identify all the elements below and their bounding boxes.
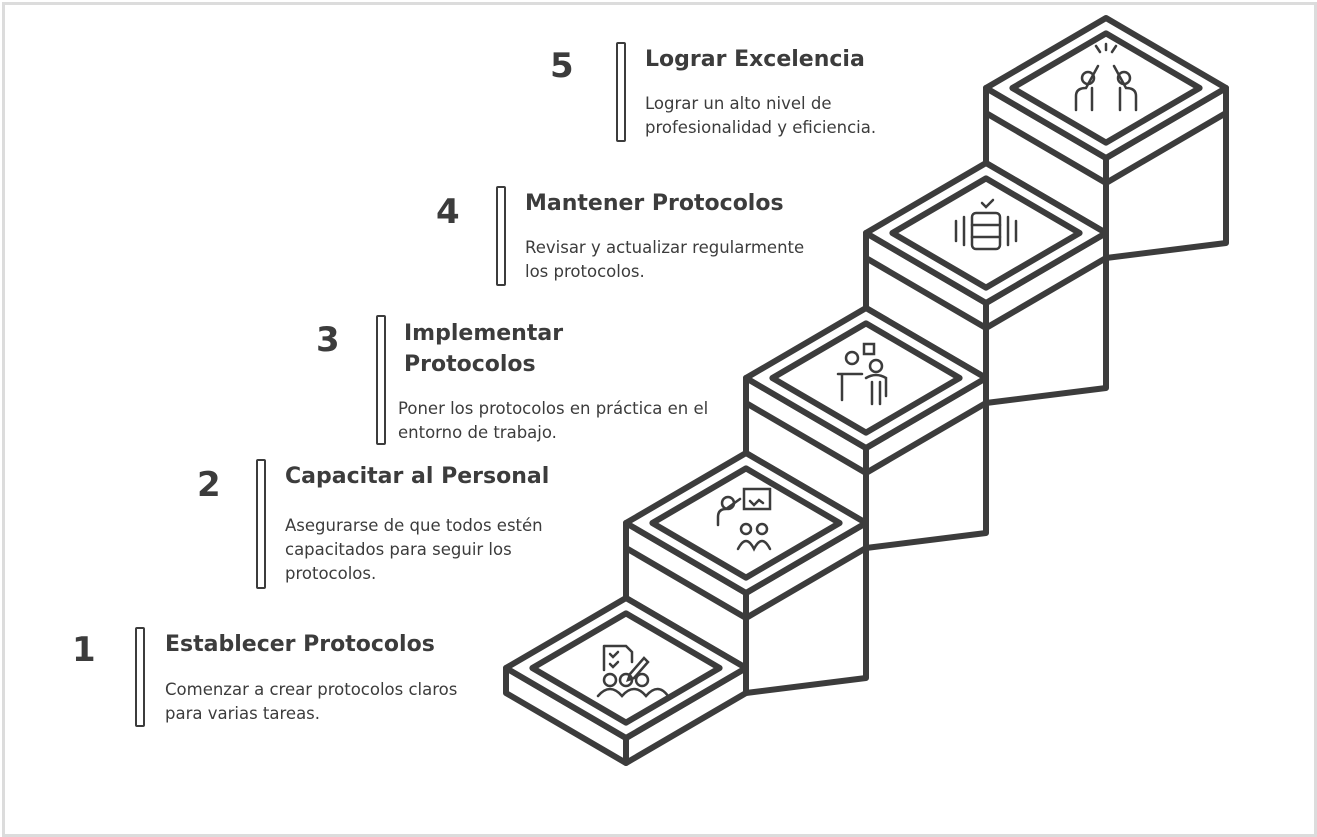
step-title: Lograr Excelencia	[645, 47, 865, 72]
step-number: 1	[72, 630, 96, 670]
step-number: 2	[197, 465, 221, 505]
step-divider	[496, 186, 506, 286]
step-title: Capacitar al Personal	[285, 464, 550, 489]
step-title: Implementar Protocolos	[404, 321, 564, 377]
step-number: 4	[436, 192, 460, 232]
step-inner-diamond	[529, 610, 723, 726]
step-inner-diamond	[889, 175, 1083, 291]
high-five-icon	[1074, 42, 1138, 112]
teamwork-implement-icon	[836, 342, 888, 406]
step-title: Mantener Protocolos	[525, 191, 784, 216]
step-description: Revisar y actualizar regularmente los pr…	[525, 238, 805, 281]
step-divider	[616, 42, 626, 142]
checklist-team-icon	[596, 644, 670, 698]
step-number: 3	[316, 320, 340, 360]
step-description: Lograr un alto nivel de profesionalidad …	[645, 94, 877, 137]
database-check-icon	[954, 198, 1018, 251]
step-divider	[256, 459, 266, 589]
step-inner-diamond	[1009, 30, 1203, 146]
step-number: 5	[550, 46, 574, 86]
step-divider	[376, 315, 386, 445]
step-title: Establecer Protocolos	[165, 632, 435, 657]
step-description: Comenzar a crear protocolos claros para …	[165, 680, 458, 723]
presentation-training-icon	[716, 487, 772, 552]
step-description: Poner los protocolos en práctica en el e…	[398, 399, 709, 442]
step-divider	[135, 627, 145, 727]
step-description: Asegurarse de que todos estén capacitado…	[285, 516, 543, 583]
